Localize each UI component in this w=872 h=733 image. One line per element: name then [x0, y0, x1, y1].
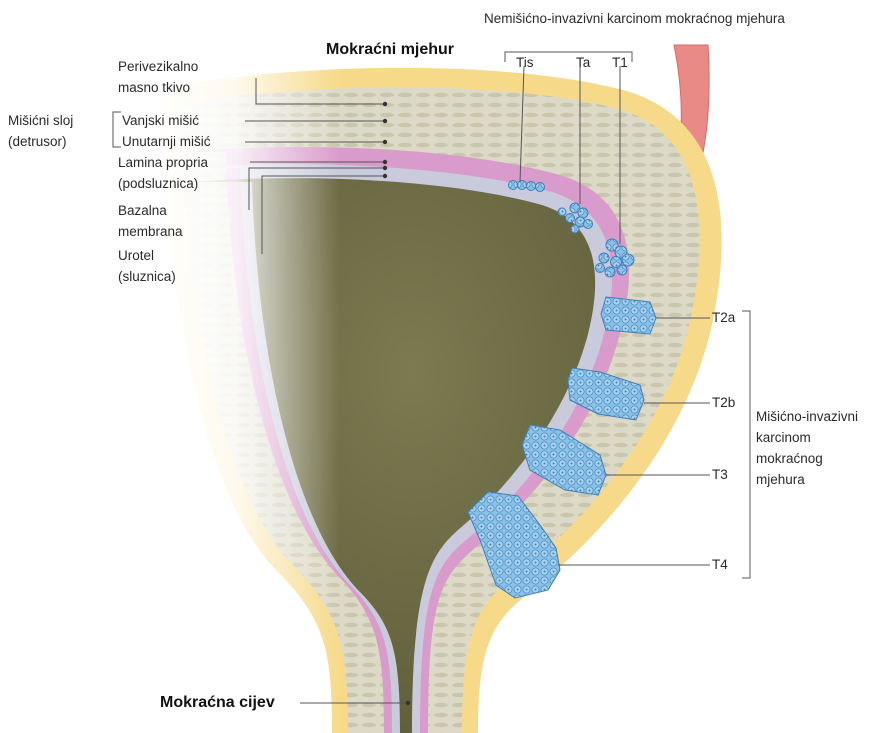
label-outer-muscle: Vanjski mišić: [122, 110, 199, 131]
urethra-title: Mokraćna cijev: [160, 694, 275, 712]
non-invasive-header: Nemišićno-invazivni karcinom mokraćnog m…: [484, 8, 785, 29]
label-t1: T1: [612, 52, 628, 73]
label-t4: T4: [712, 554, 728, 575]
label-muscle-group: Mišićni sloj (detrusor): [8, 110, 108, 152]
label-perivesical: Perivezikalno masno tkivo: [118, 56, 228, 98]
label-t2a: T2a: [712, 307, 735, 328]
bladder-title: Mokraćni mjehur: [326, 41, 454, 59]
label-ta: Ta: [576, 52, 590, 73]
label-urothelium: Urotel (sluznica): [118, 245, 208, 287]
label-tis: Tis: [516, 52, 534, 73]
label-t3: T3: [712, 464, 728, 485]
label-t2b: T2b: [712, 392, 735, 413]
label-basement-membrane: Bazalna membrana: [118, 200, 218, 242]
label-lamina-propria: Lamina propria (podsluznica): [118, 152, 248, 194]
label-muscle-invasive: Mišićno-invazivni karcinom mokraćnog mje…: [756, 406, 868, 490]
tumor-t2a: [601, 297, 656, 334]
label-inner-muscle: Unutarnji mišić: [122, 131, 211, 152]
